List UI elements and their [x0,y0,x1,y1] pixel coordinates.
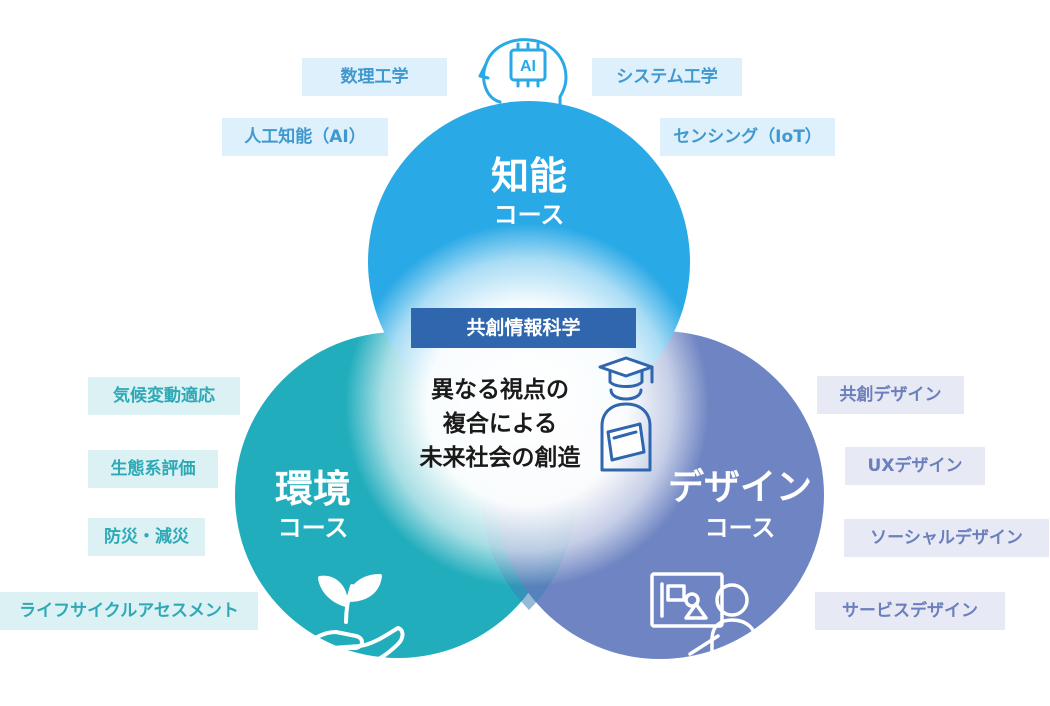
environment-course-title: 環境 [274,467,351,511]
intelligence-course-title: 知能 [490,154,567,198]
tag-ux-design: UXデザイン [845,447,985,485]
tag-climate-adaptation: 気候変動適応 [88,377,240,415]
tag-mathematical-engineering: 数理工学 [302,58,447,96]
center-line-2: 複合による [442,411,558,437]
tag-life-cycle-assessment: ライフサイクルアセスメント [0,592,258,630]
tag-disaster-prevention: 防災・減災 [88,518,205,556]
tag-service-design: サービスデザイン [815,592,1005,630]
center-label: 共創情報科学 [411,308,636,348]
tag-systems-engineering: システム工学 [592,58,742,96]
environment-course-subtitle: コース [277,514,349,542]
design-course-title: デザイン [667,467,812,508]
tag-artificial-intelligence: 人工知能（AI） [222,118,388,156]
tag-ecosystem-assessment: 生態系評価 [88,450,218,488]
design-course-subtitle: コース [704,514,776,542]
ai-chip-label: AI [520,58,536,75]
presentation-board-icon [650,572,758,670]
graduate-student-icon [598,356,654,472]
center-line-3: 未来社会の創造 [419,445,581,471]
center-line-1: 異なる視点の [431,377,569,403]
tag-co-creation-design: 共創デザイン [817,376,964,414]
ai-head-icon [478,38,568,110]
tag-sensing-iot: センシング（IoT） [660,118,835,156]
intelligence-course-subtitle: コース [493,201,565,229]
tag-social-design: ソーシャルデザイン [844,519,1049,557]
plant-hand-icon [294,574,405,672]
